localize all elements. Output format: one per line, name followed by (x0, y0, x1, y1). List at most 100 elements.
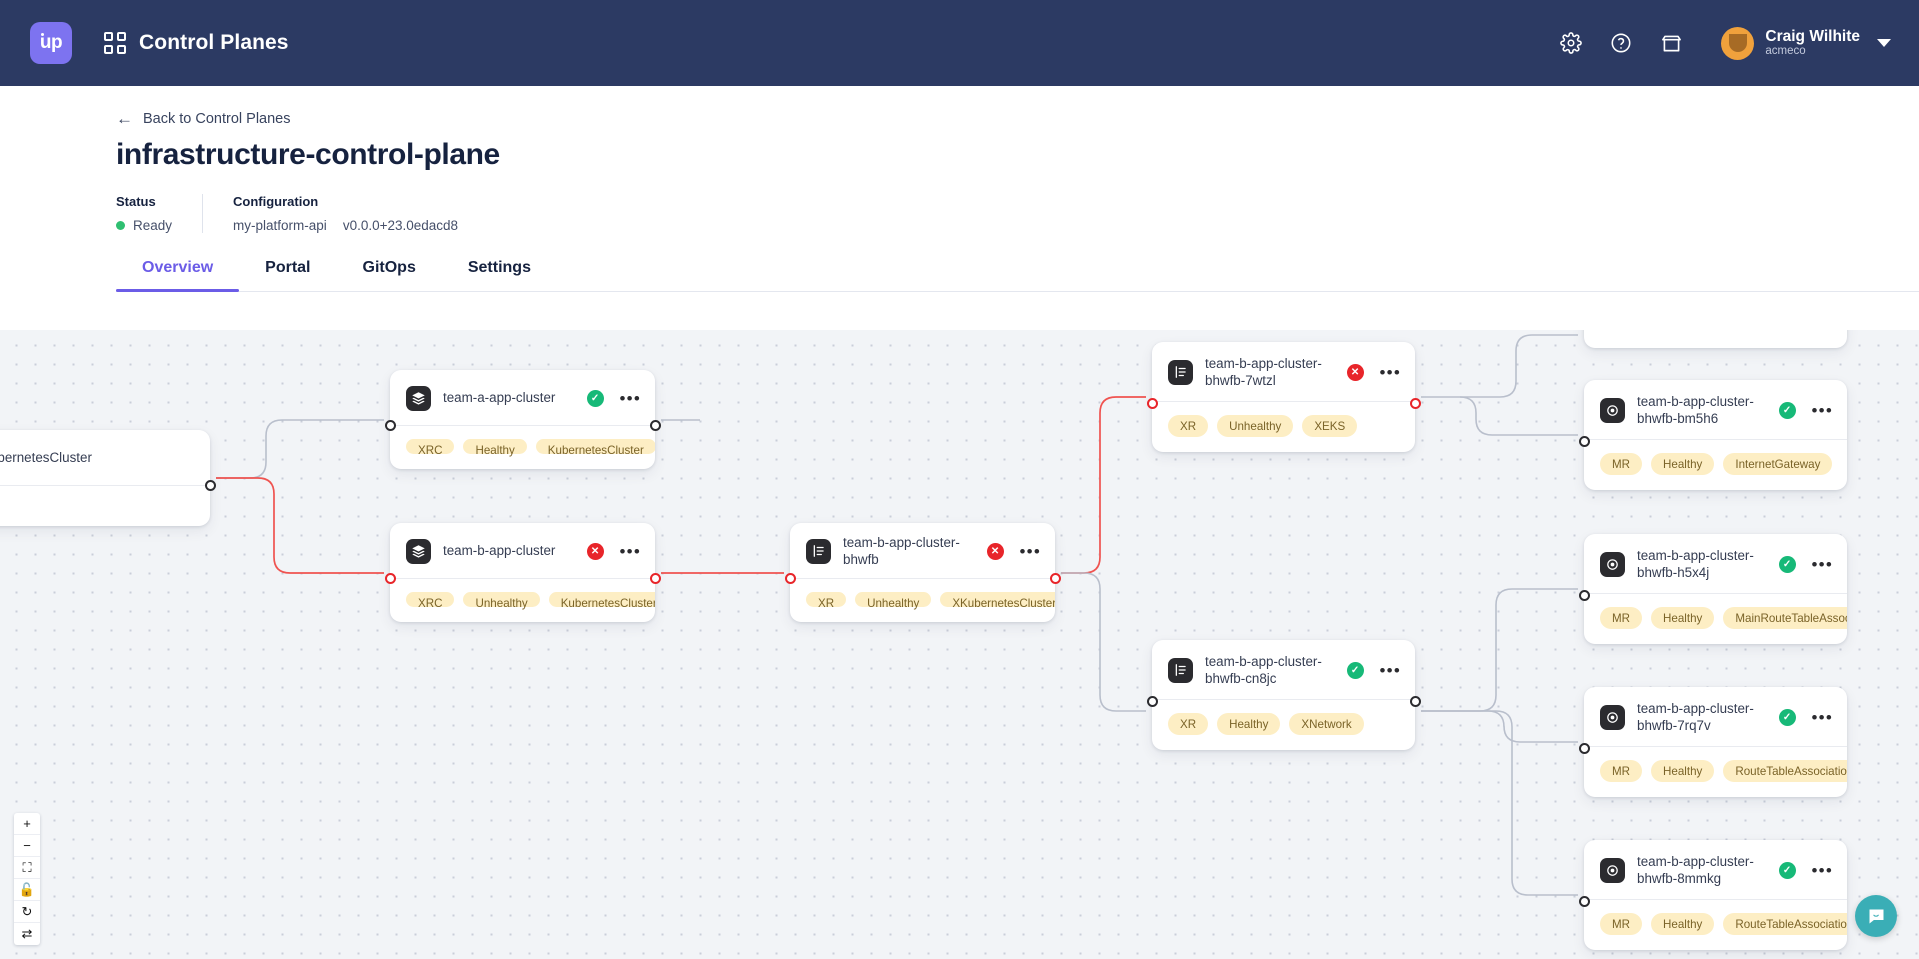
node-tag: XRC (406, 438, 455, 457)
marketplace-icon[interactable] (1657, 29, 1685, 57)
node-menu-button[interactable]: ••• (619, 388, 641, 408)
status-dot-icon (116, 221, 125, 230)
node-handle-left[interactable] (384, 419, 396, 431)
tab-gitops[interactable]: GitOps (362, 259, 416, 276)
node-menu-button[interactable]: ••• (1811, 707, 1833, 727)
status-error-icon: ✕ (586, 542, 604, 560)
status-error-icon: ✕ (1346, 363, 1364, 381)
status-badge: Ready (116, 218, 172, 233)
back-to-control-planes-link[interactable]: ← Back to Control Planes (116, 110, 291, 127)
arrow-left-icon: ← (116, 109, 133, 128)
fit-view-button[interactable]: ⛶ (14, 857, 40, 879)
node-title: team-b-app-cluster-bhwfb-7wtzl (1205, 356, 1322, 389)
node-menu-button[interactable]: ••• (1811, 860, 1833, 880)
node-handle-left[interactable] (1578, 435, 1590, 447)
chevron-down-icon[interactable] (1877, 39, 1891, 47)
refresh-button[interactable]: ↻ (14, 901, 40, 923)
node-tag: MR (1600, 913, 1643, 935)
node-tag: Healthy (1217, 713, 1281, 735)
node-divider (790, 578, 1055, 579)
logo-dot (40, 32, 44, 36)
status-value: Ready (133, 218, 173, 233)
node-handle-right[interactable] (1049, 572, 1061, 584)
status-block: Status Ready (116, 194, 202, 233)
node-handle-left[interactable] (1578, 742, 1590, 754)
node-handle-left[interactable] (1146, 397, 1158, 409)
node-handle-left[interactable] (1578, 589, 1590, 601)
node-tag: XRC (406, 591, 455, 610)
node-menu-button[interactable]: ••• (1811, 554, 1833, 574)
node-tag: RouteTableAssociation (1723, 913, 1847, 935)
zoom-controls[interactable]: +−⛶🔓↻ ⇄ (14, 813, 40, 945)
grid-cell (117, 32, 126, 41)
node-tag: Healthy (1651, 453, 1715, 475)
sync-button[interactable]: ⇄ (21, 926, 33, 941)
node-divider (1152, 699, 1415, 701)
node-header: team-b-app-cluster-bhwfb-cn8jc✓••• (1152, 640, 1415, 699)
node-handle-right[interactable] (1409, 397, 1421, 409)
node-menu-button[interactable]: ••• (1379, 362, 1401, 382)
xr-icon (806, 538, 831, 564)
node-title: team-b-app-cluster-bhwfb (843, 534, 960, 567)
tab-settings[interactable]: Settings (467, 259, 531, 276)
gear-icon[interactable] (1557, 29, 1585, 57)
node-tag: MR (1600, 760, 1643, 782)
node-tag: XEKS (1302, 415, 1358, 437)
user-menu[interactable]: Craig Wilhite acmeco (1721, 26, 1891, 60)
node-handle-left[interactable] (384, 572, 396, 584)
grid-cell (104, 45, 113, 54)
lock-button[interactable]: 🔓 (14, 879, 40, 901)
node-header: team-a-app-cluster✓••• (390, 370, 655, 425)
node-handle-right[interactable] (649, 419, 661, 431)
node-menu-button[interactable]: ••• (1811, 400, 1833, 420)
node-divider (1584, 593, 1847, 595)
node-menu-button[interactable]: ••• (619, 541, 641, 561)
node-handle-right[interactable] (1409, 695, 1421, 707)
graph-node-kubernetes-cluster[interactable]: KKubernetesClusterAPI (0, 430, 210, 526)
help-icon[interactable] (1607, 29, 1635, 57)
graph-canvas[interactable]: KKubernetesClusterAPI team-a-app-cluster✓… (0, 330, 1919, 959)
zoom-out-button[interactable]: − (14, 835, 40, 857)
node-tag: Unhealthy (855, 591, 932, 610)
tab-portal[interactable]: Portal (265, 259, 311, 276)
node-tag: XNetwork (1289, 713, 1364, 735)
back-link-label: Back to Control Planes (143, 110, 291, 127)
node-title: team-b-app-cluster-bhwfb-8mmkg (1637, 854, 1754, 887)
node-header: team-b-app-cluster-bhwfb-8mmkg✓••• (1584, 840, 1847, 899)
node-tag: MR (1600, 607, 1643, 629)
node-divider (0, 485, 210, 486)
xr-icon (1168, 359, 1193, 385)
configuration-label: Configuration (233, 194, 319, 209)
node-handle-left[interactable] (1578, 895, 1590, 907)
node-divider (390, 425, 655, 426)
upbound-logo[interactable]: up (30, 22, 72, 64)
tab-overview[interactable]: Overview (116, 259, 240, 292)
node-menu-button[interactable]: ••• (1019, 541, 1041, 561)
node-handle-left[interactable] (784, 572, 796, 584)
status-label: Status (116, 194, 156, 209)
page-header: ← Back to Control Planes infrastructure-… (0, 86, 1919, 292)
graph-node-mr-top-clipped[interactable] (1584, 330, 1847, 348)
node-handle-right[interactable] (204, 479, 216, 491)
node-handle-right[interactable] (649, 572, 661, 584)
zoom-in-button[interactable]: + (14, 813, 40, 835)
chat-widget-button[interactable] (1855, 895, 1897, 937)
node-tag: Healthy (463, 438, 527, 457)
node-handle-left[interactable] (1146, 695, 1158, 707)
node-title: team-a-app-cluster (443, 390, 556, 406)
node-menu-button[interactable]: ••• (1379, 660, 1401, 680)
mr-icon (1600, 704, 1625, 730)
